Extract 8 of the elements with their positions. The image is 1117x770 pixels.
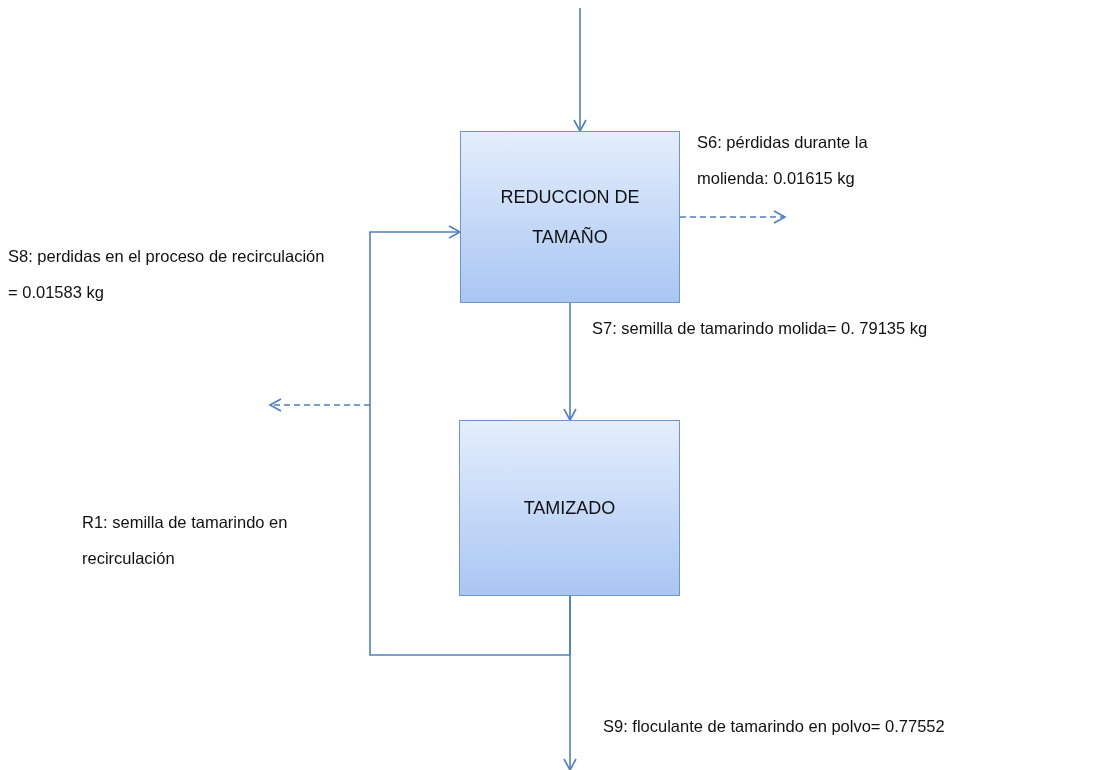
- process-box: [459, 420, 680, 596]
- process-label: REDUCCION DE TAMAÑO: [499, 186, 641, 249]
- process-box: [460, 131, 680, 303]
- flow-arrow: [573, 7, 587, 132]
- dashed-arrow: [679, 210, 786, 224]
- flow-arrow: [369, 225, 571, 656]
- flow-arrow: [563, 302, 577, 421]
- process-label: TAMIZADO: [522, 497, 617, 520]
